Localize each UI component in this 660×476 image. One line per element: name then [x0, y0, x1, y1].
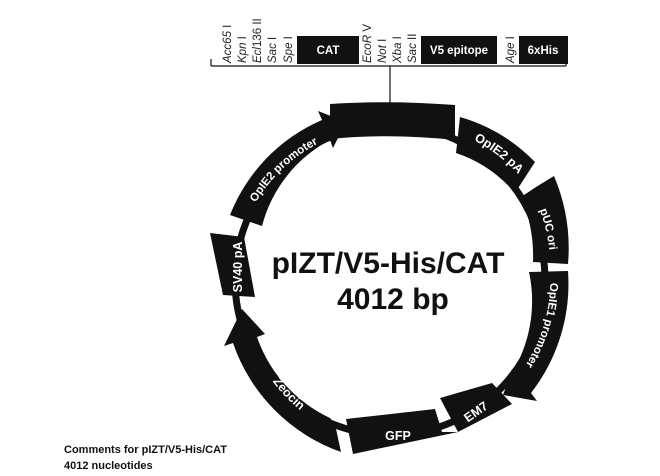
zeocin-segment: [224, 309, 341, 452]
plasmid-size: 4012 bp: [337, 283, 449, 316]
restriction-site-label: Not I: [377, 39, 389, 63]
restriction-site-label: Sac II: [407, 34, 419, 63]
restriction-site-label: EcoR V: [362, 24, 374, 63]
restriction-site-label: Spe I: [283, 36, 295, 63]
ople2-pa-segment: [456, 117, 535, 193]
restriction-site-label: Kpn I: [237, 36, 249, 63]
restriction-site-label: Age I: [505, 36, 517, 64]
restriction-site-label: Sac I: [267, 37, 279, 63]
gfp-label: GFP: [385, 429, 411, 443]
mcs-bracket: [210, 59, 567, 104]
his-tag-label: 6xHis: [528, 45, 559, 57]
restriction-site-label: Ecl136 II: [252, 18, 264, 63]
gfp-segment: [346, 409, 458, 454]
restriction-site-label: Xba I: [392, 36, 404, 64]
comments-line-2: 4012 nucleotides: [64, 460, 153, 472]
cat-segment: [330, 102, 455, 140]
restriction-site-label: Acc65 I: [222, 25, 234, 64]
v5-epitope-box: [421, 36, 497, 64]
cat-box: [297, 36, 359, 64]
cat-box-label: CAT: [317, 45, 340, 57]
comments-line-1: Comments for pIZT/V5-His/CAT: [64, 444, 227, 456]
ople2-promoter-segment: [230, 111, 346, 226]
plasmid-name: pIZT/V5-His/CAT: [272, 247, 505, 280]
mcs-sites-group-3: Age I: [505, 36, 517, 64]
em7-segment: [440, 383, 512, 432]
his-tag-box: [519, 36, 568, 64]
puc-ori-segment: [521, 176, 569, 264]
v5-epitope-label: V5 epitope: [430, 45, 488, 57]
ople1-promoter-segment: [503, 271, 569, 401]
sv40-pa-segment: [210, 233, 255, 297]
sv40-pa-label: SV40 pA: [231, 242, 245, 293]
